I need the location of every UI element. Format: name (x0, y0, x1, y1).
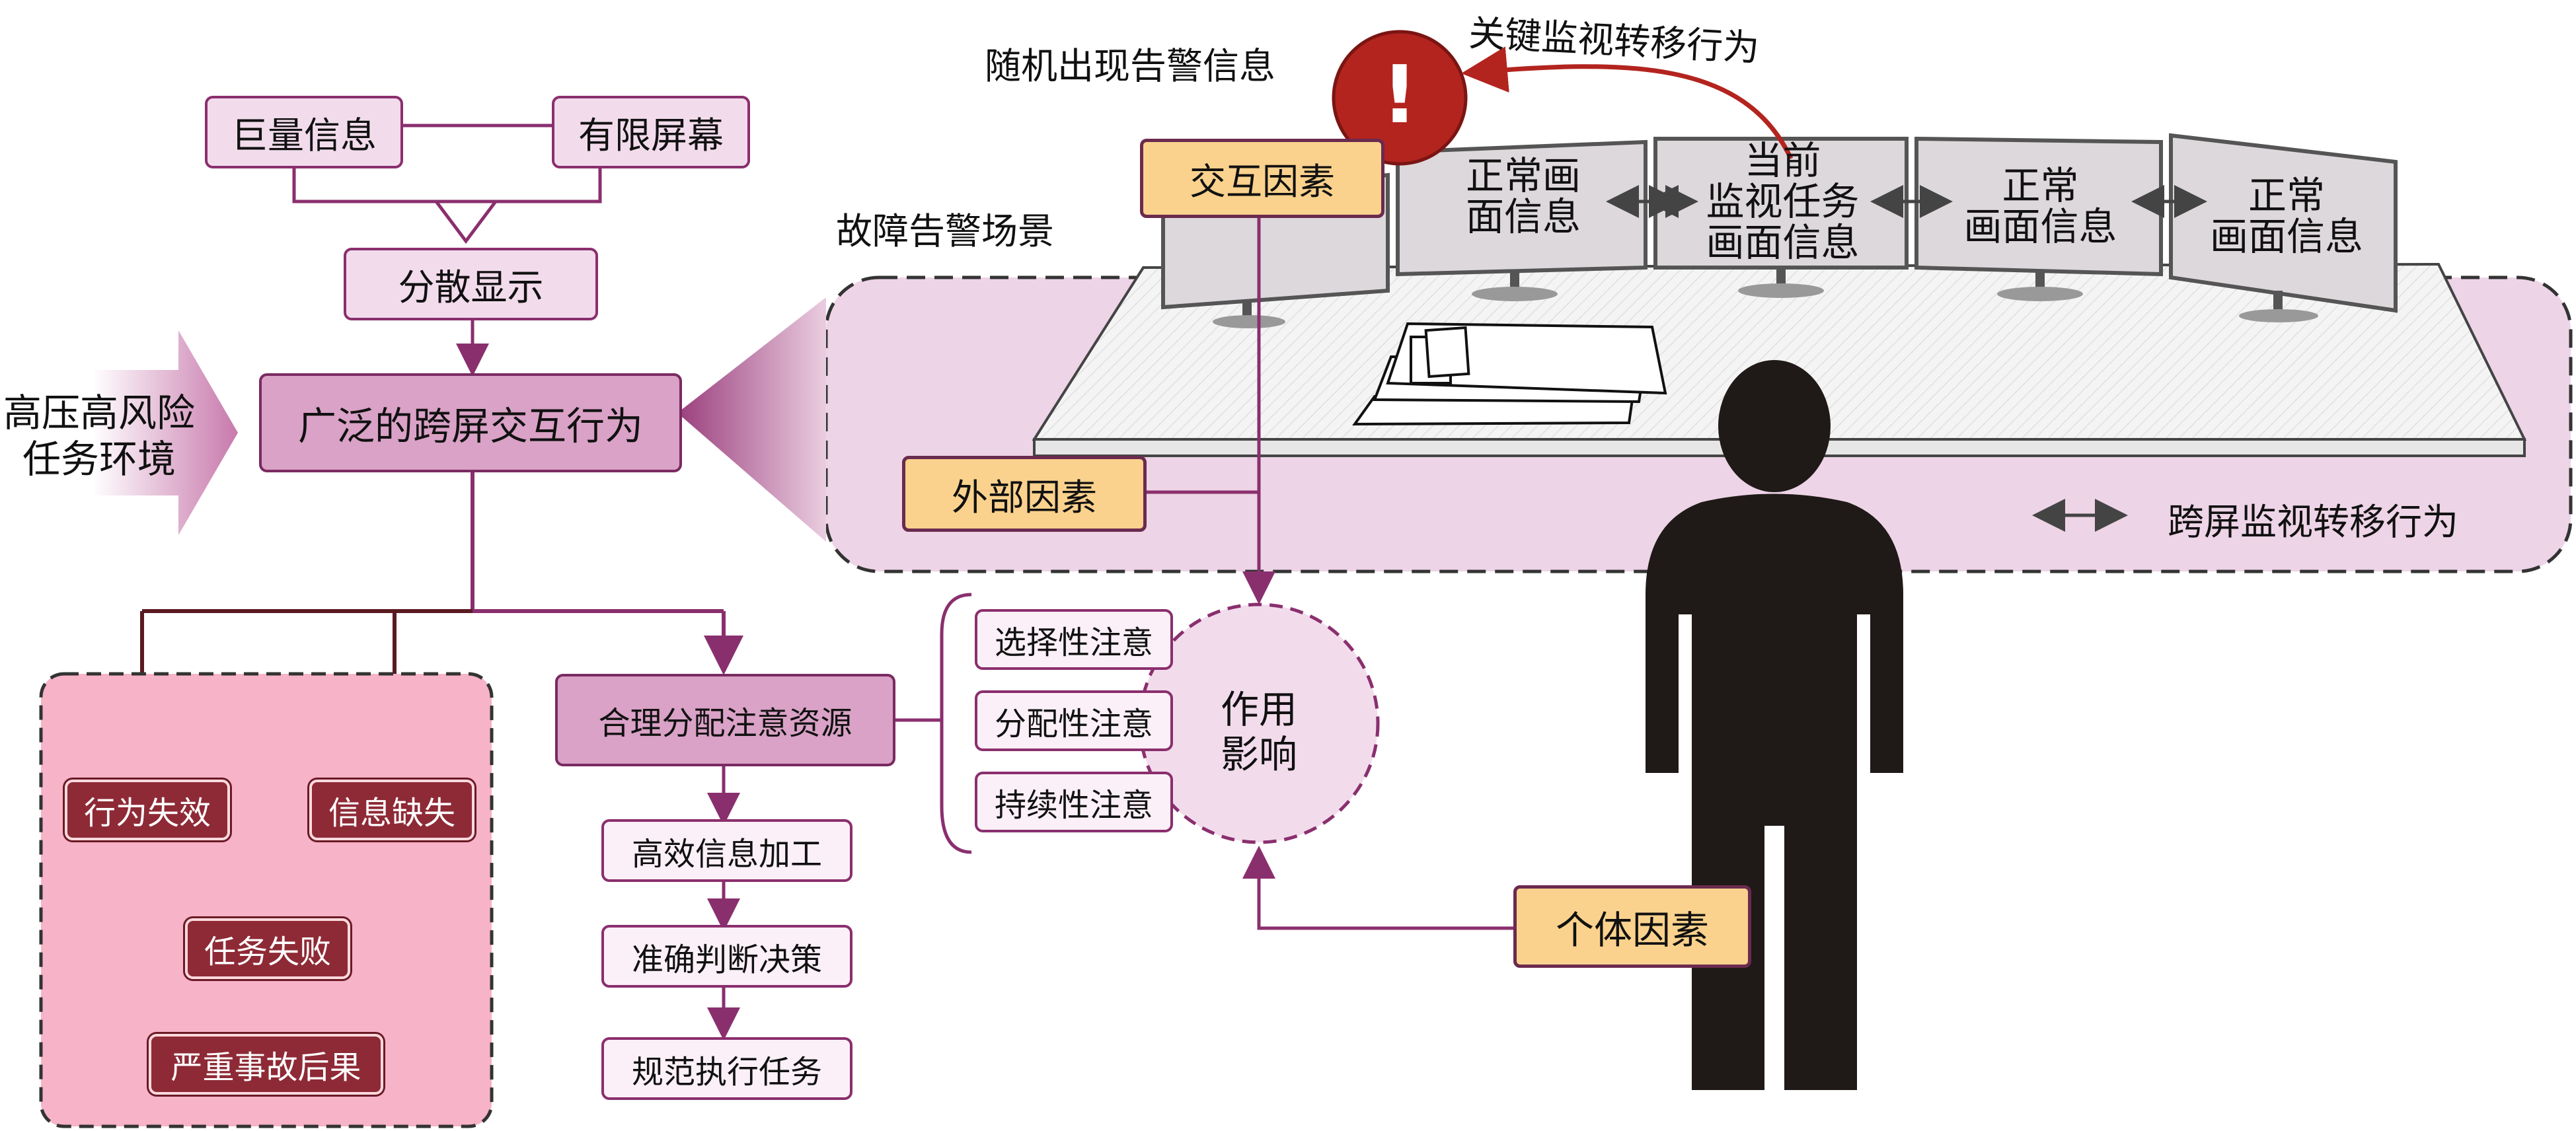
monitor-2-text: 正常画 面信息 (1421, 155, 1626, 237)
random-alarm-label: 随机出现告警信息 (985, 45, 1276, 87)
individual-factor-label: 个体因素 (1555, 907, 1709, 953)
effect-circle-label: 作用 影响 (1209, 687, 1308, 777)
monitor-4-line-1: 正常 (2002, 163, 2079, 208)
interaction-factor-label: 交互因素 (1189, 161, 1335, 203)
fault-scene-label: 故障告警场景 (836, 210, 1055, 252)
divided-attention-label: 分配性注意 (994, 706, 1153, 743)
dispersed-display-label: 分散显示 (398, 266, 544, 309)
monitor-2-line-2: 面信息 (1465, 194, 1581, 239)
dispersed-display-box: 分散显示 (344, 248, 598, 320)
sustained-attention-box: 持续性注意 (975, 772, 1173, 832)
interaction-factor-box: 交互因素 (1140, 139, 1384, 218)
legend-label: 跨屏监视转移行为 (2168, 501, 2459, 543)
effect-line-1: 作用 (1220, 687, 1297, 732)
cross-screen-behavior-label: 广泛的跨屏交互行为 (297, 404, 643, 449)
monitor-3-text: 当前 监视任务 画面信息 (1662, 140, 1903, 263)
high-pressure-line-2: 任务环境 (22, 437, 176, 482)
task-failure-label: 任务失败 (204, 933, 331, 970)
monitor-5-line-2: 画面信息 (2209, 214, 2363, 259)
monitor-5-text: 正常 画面信息 (2181, 175, 2392, 257)
monitor-4 (1914, 136, 2163, 301)
monitor-3-line-2: 监视任务 (1706, 179, 1860, 224)
sustained-attention-label: 持续性注意 (994, 787, 1153, 824)
high-pressure-label: 高压高风险 任务环境 (0, 390, 198, 482)
monitor-4-line-2: 画面信息 (1963, 204, 2117, 249)
monitor-5-line-1: 正常 (2248, 173, 2325, 218)
limited-screen-box: 有限屏幕 (552, 96, 750, 168)
behavior-failure-box: 行为失效 (65, 780, 230, 840)
severe-consequence-label: 严重事故后果 (170, 1049, 361, 1086)
effect-line-2: 影响 (1220, 732, 1297, 777)
monitor-5 (2169, 133, 2398, 322)
severe-consequence-box: 严重事故后果 (149, 1034, 383, 1095)
monitor-3-line-1: 当前 (1744, 138, 1821, 183)
external-factor-label: 外部因素 (951, 476, 1097, 519)
monitor-4-text: 正常 画面信息 (1926, 165, 2154, 247)
huge-info-box: 巨量信息 (205, 96, 403, 168)
monitor-3 (1653, 137, 1909, 298)
behavior-failure-label: 行为失效 (83, 795, 211, 832)
divided-attention-box: 分配性注意 (975, 690, 1173, 751)
efficient-processing-label: 高效信息加工 (631, 835, 822, 873)
limited-screen-label: 有限屏幕 (578, 114, 724, 157)
accurate-decision-box: 准确判断决策 (601, 925, 852, 988)
monitor-2-line-1: 正常画 (1465, 153, 1581, 198)
cross-screen-behavior-box: 广泛的跨屏交互行为 (259, 373, 682, 472)
high-pressure-line-1: 高压高风险 (3, 390, 195, 435)
allocate-attention-label: 合理分配注意资源 (598, 705, 852, 742)
alarm-icon: ! (1381, 50, 1418, 141)
info-missing-box: 信息缺失 (309, 780, 474, 840)
selective-attention-box: 选择性注意 (975, 609, 1173, 670)
standard-execution-box: 规范执行任务 (601, 1037, 852, 1100)
allocate-attention-box: 合理分配注意资源 (555, 674, 895, 766)
standard-execution-label: 规范执行任务 (631, 1053, 822, 1091)
accurate-decision-label: 准确判断决策 (631, 941, 822, 978)
monitor-2 (1396, 139, 1648, 301)
individual-factor-box: 个体因素 (1513, 885, 1751, 968)
efficient-processing-box: 高效信息加工 (601, 819, 852, 882)
selective-attention-label: 选择性注意 (994, 624, 1153, 661)
external-factor-box: 外部因素 (902, 456, 1147, 532)
task-failure-box: 任务失败 (185, 918, 350, 979)
info-missing-label: 信息缺失 (328, 795, 455, 832)
huge-info-label: 巨量信息 (231, 114, 377, 157)
monitor-3-line-3: 画面信息 (1706, 220, 1860, 265)
